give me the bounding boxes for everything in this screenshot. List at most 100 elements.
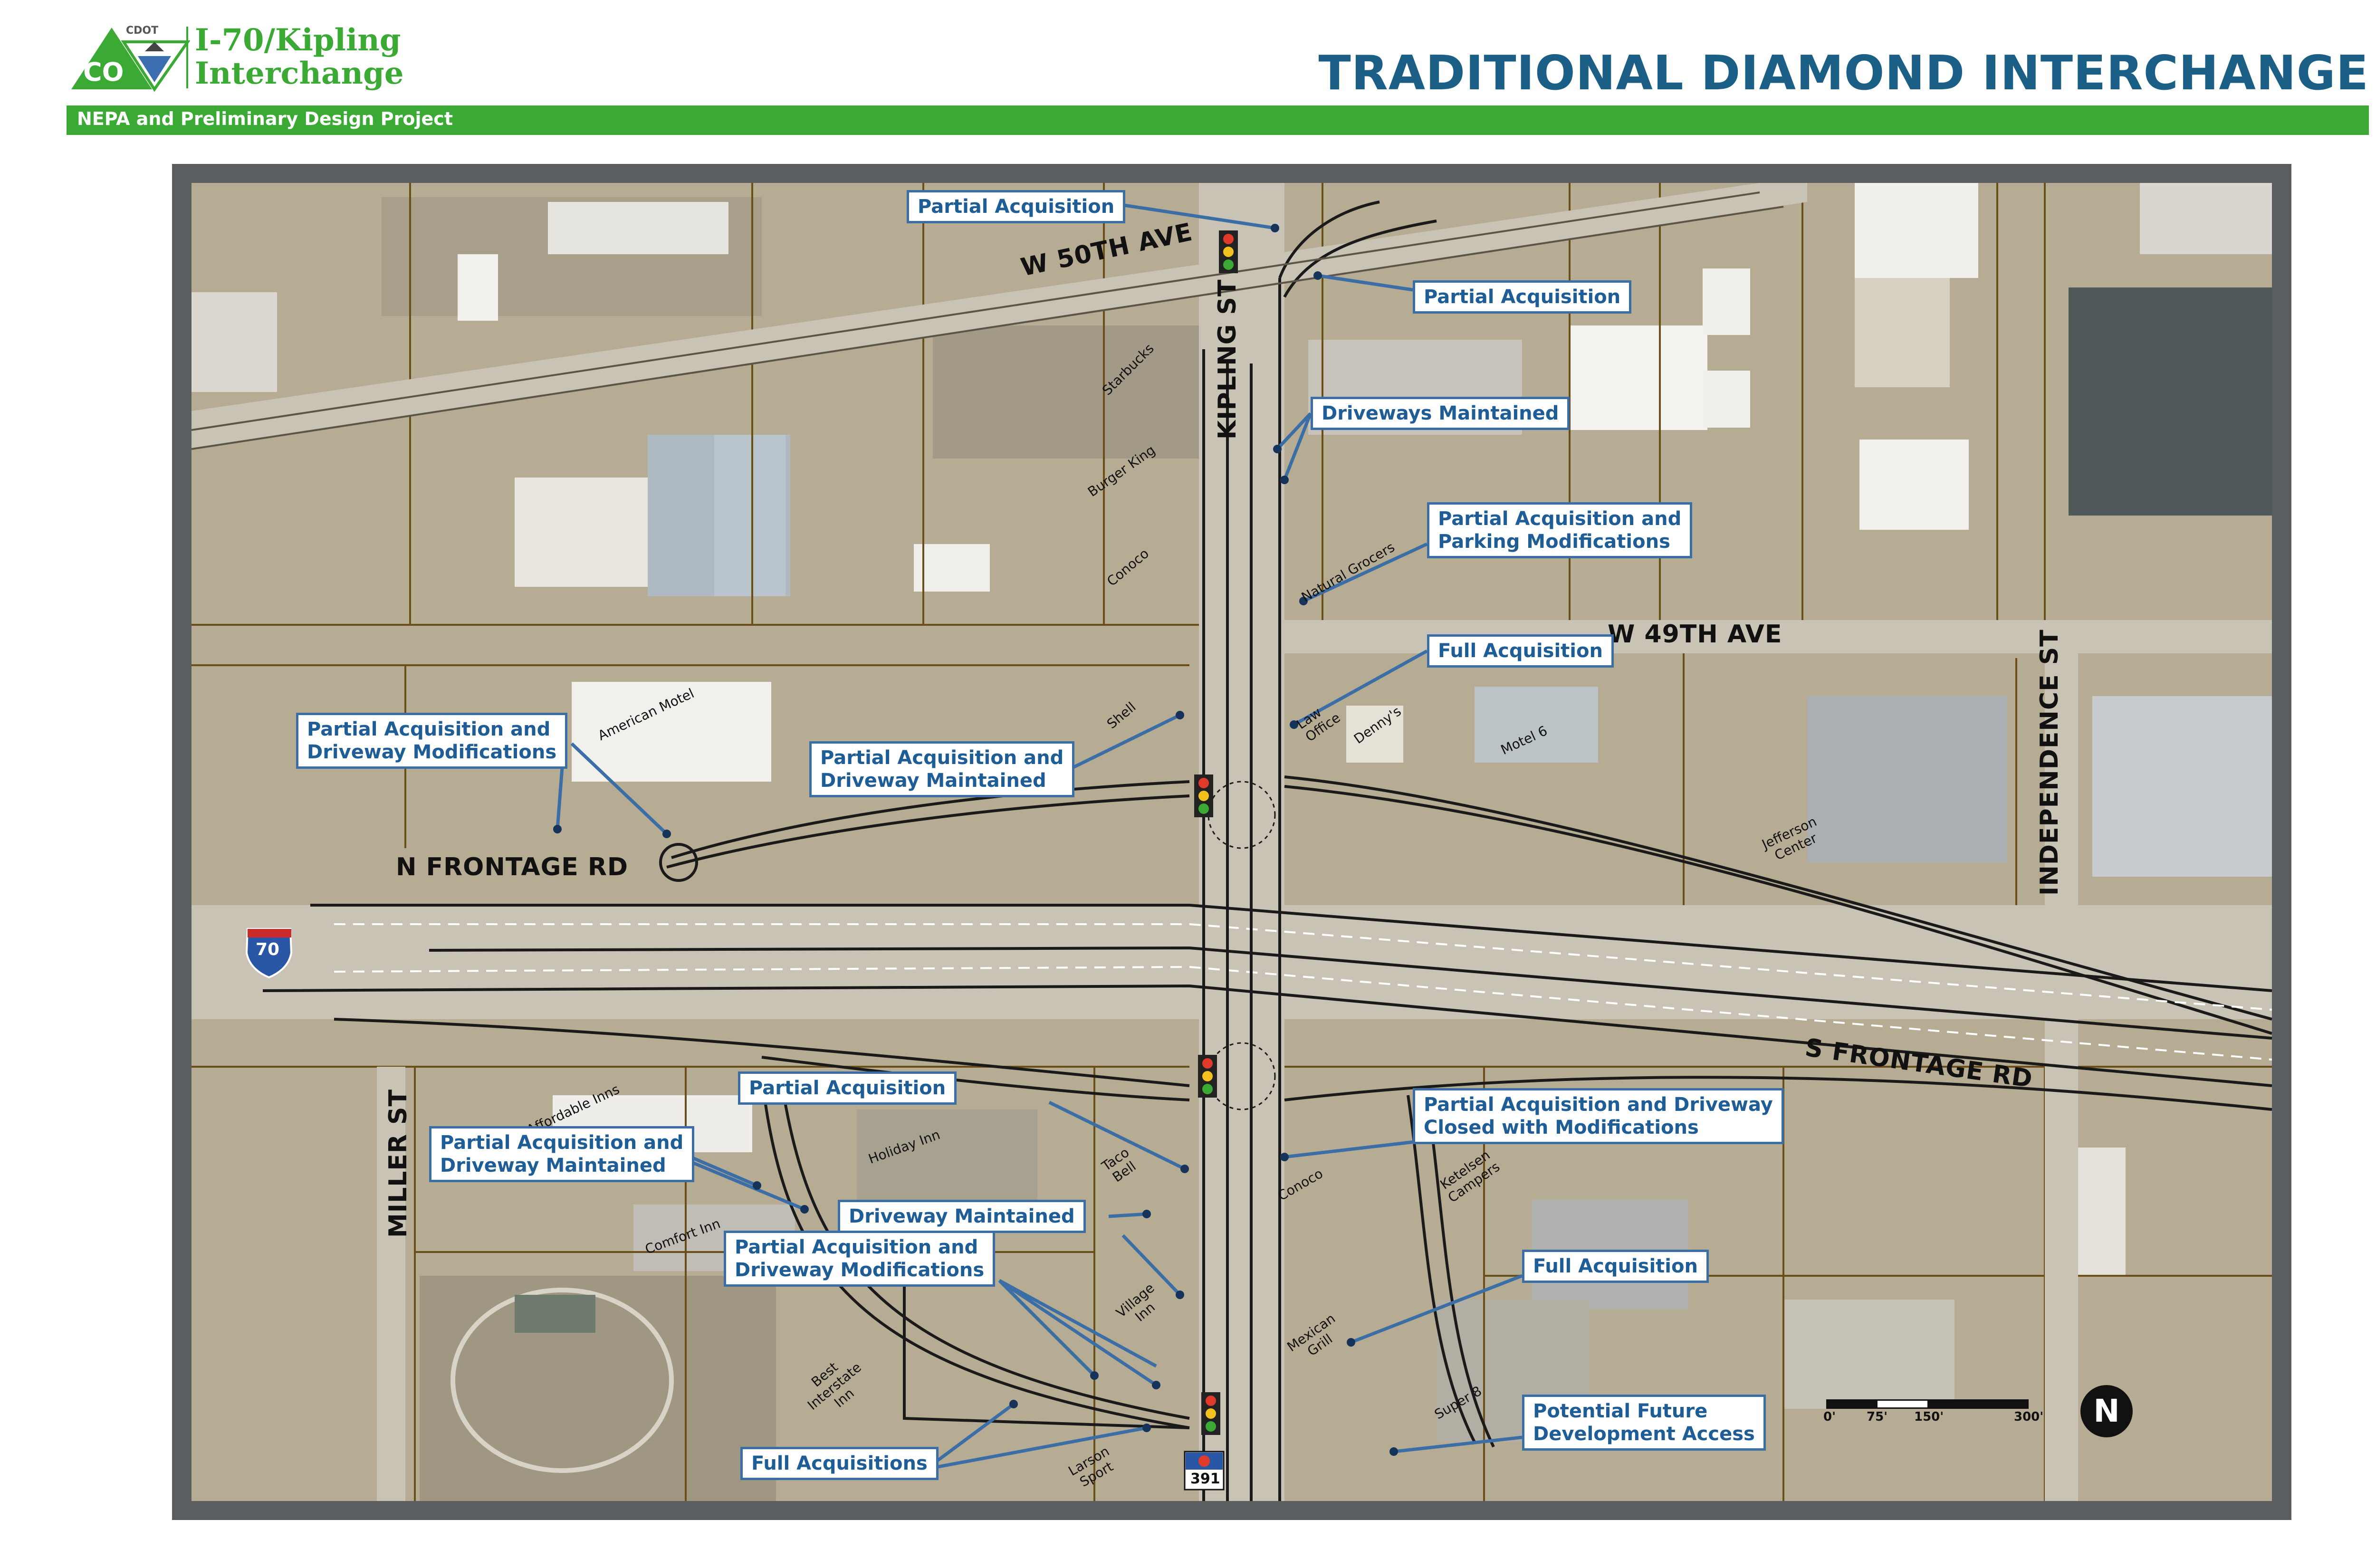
building-se2 [2073, 1147, 2126, 1276]
i70-edge-n [310, 904, 2272, 992]
s-ramp [334, 1018, 1190, 1087]
building-se1 [1783, 1300, 1954, 1409]
kipling-label: KIPLING ST [1213, 279, 1242, 440]
callout-shell: Partial Acquisition and Driveway Maintai… [809, 741, 1075, 797]
callout-american-motel: Partial Acquisition and Driveway Modific… [296, 713, 568, 769]
callout-shell-line1: Partial Acquisition and [820, 747, 1064, 769]
independence-label: INDEPENDENCE ST [2035, 629, 2064, 896]
building-w1 [192, 292, 277, 392]
i70-edge-s [262, 984, 2272, 1087]
map-area[interactable]: W 50TH AVE KIPLING ST W 49TH AVE INDEPEN… [192, 183, 2272, 1501]
building-ne4 [1855, 278, 1950, 387]
s-frontage-east [1284, 1076, 2272, 1111]
building-jefferson [1807, 696, 2007, 862]
independence-pavement [2045, 639, 2078, 1501]
building-nw1 [548, 202, 728, 254]
callout-full-acquisition-mexican-grill: Full Acquisition [1522, 1250, 1709, 1283]
building-ne6 [1703, 268, 1750, 335]
building-mid3 [714, 435, 786, 596]
building-ne2 [1570, 325, 1707, 430]
park-path [450, 1288, 674, 1473]
scale-bar: 0' 75' 150' 300' [1823, 1399, 2045, 1433]
pond [2069, 287, 2272, 516]
i70-shield [245, 928, 293, 979]
sw-frontage [903, 1243, 1190, 1429]
building-ne7 [1703, 371, 1750, 428]
callout-conoco-s: Partial Acquisition and Driveway Closed … [1413, 1088, 1784, 1144]
subtitle-bar [67, 105, 2369, 135]
logo-triangle-green [71, 28, 152, 89]
north-arrow: N [2080, 1385, 2133, 1437]
callout-partial-acquisition-w50: Partial Acquisition [907, 190, 1126, 223]
scale-tick-150: 150' [1914, 1410, 1944, 1424]
building-nw2 [458, 254, 498, 321]
n-frontage-road-2 [666, 794, 1190, 869]
callout-leaders [556, 202, 1523, 1470]
i70-pavement [192, 905, 2272, 1019]
north-arrow-letter: N [2093, 1393, 2120, 1429]
callout-affordable-inns-line1: Partial Acquisition and [440, 1132, 684, 1154]
logo-separator [186, 27, 188, 88]
callout-american-motel-line2: Driveway Modifications [307, 741, 557, 763]
building-ne3 [1855, 183, 1978, 278]
building-motel6 [1475, 687, 1598, 763]
building-american-motel [572, 682, 771, 782]
callout-village-inn-line2: Driveway Modifications [735, 1259, 985, 1281]
w49-label: W 49TH AVE [1608, 620, 1782, 649]
n-frontage-cul-de-sac [659, 843, 698, 882]
callout-natural-grocers-line2: Parking Modifications [1438, 531, 1670, 553]
callout-village-inn: Partial Acquisition and Driveway Modific… [724, 1231, 996, 1287]
callout-future-development-line1: Potential Future [1533, 1400, 1708, 1422]
park-court [515, 1295, 595, 1333]
subtitle: NEPA and Preliminary Design Project [77, 108, 453, 129]
sw-ramp-1 [760, 1076, 1190, 1429]
building-ne5 [1859, 440, 1969, 530]
i70-lines [262, 775, 2272, 1111]
callout-conoco-s-line1: Partial Acquisition and Driveway [1424, 1094, 1773, 1116]
callout-conoco-s-line2: Closed with Modifications [1424, 1117, 1699, 1138]
callout-village-inn-line1: Partial Acquisition and [735, 1236, 978, 1258]
callout-natural-grocers: Partial Acquisition and Parking Modifica… [1427, 502, 1693, 558]
traffic-signal-n-ramp [1194, 774, 1213, 817]
sw-ramp-2 [779, 1076, 1190, 1420]
kipling-pavement [1199, 183, 1284, 1501]
callout-leader-dots [553, 224, 1398, 1456]
cdot-label: CDOT [126, 25, 159, 37]
traffic-signal-s-ramp [1198, 1055, 1217, 1098]
cdot-logo [67, 23, 191, 96]
callout-driveway-maintained-taco-bell: Driveway Maintained [838, 1200, 1086, 1233]
traffic-signal-w50 [1219, 230, 1238, 273]
kipling-s-roundabout [1207, 1042, 1276, 1110]
logo-co-letters: CO [83, 57, 124, 87]
i70-dashes [334, 923, 2272, 1061]
kipling-lines [1202, 201, 1437, 1501]
w50-lines [192, 191, 1784, 450]
project-name-line1: I-70/Kipling [195, 22, 401, 58]
scale-tick-75: 75' [1867, 1410, 1888, 1424]
i70-median [429, 946, 2272, 1040]
building-starbucks-area [933, 325, 1218, 459]
kipling-n-roundabout [1207, 781, 1276, 849]
building-east [2092, 696, 2272, 877]
callout-partial-acquisition-kipling-ne: Partial Acquisition [1413, 280, 1632, 314]
scale-tick-0: 0' [1823, 1410, 1836, 1424]
page-title: TRADITIONAL DIAMOND INTERCHANGE [1318, 45, 2369, 101]
callout-future-development-access: Potential Future Development Access [1522, 1395, 1766, 1451]
se-ramp-2 [1426, 1095, 1495, 1448]
sh391-number: 391 [1190, 1471, 1220, 1487]
sh391-sign [1184, 1451, 1225, 1491]
se-ramp-1 [1407, 1095, 1476, 1443]
n-ramp-off [1284, 785, 2272, 1035]
callout-american-motel-line1: Partial Acquisition and [307, 718, 551, 740]
i70-shield-number: 70 [256, 940, 280, 959]
project-name-line2: Interchange [195, 56, 404, 91]
w50-pavement [192, 183, 1807, 449]
building-conoco-n [914, 544, 990, 592]
callout-partial-acquisition-sw: Partial Acquisition [738, 1071, 957, 1105]
building-ne8 [2140, 183, 2272, 254]
callout-affordable-inns-line2: Driveway Maintained [440, 1155, 666, 1176]
callout-future-development-line2: Development Access [1533, 1423, 1755, 1445]
callout-natural-grocers-line1: Partial Acquisition and [1438, 508, 1682, 530]
project-name: I-70/Kipling Interchange [195, 24, 403, 90]
callout-shell-line2: Driveway Maintained [820, 770, 1046, 792]
